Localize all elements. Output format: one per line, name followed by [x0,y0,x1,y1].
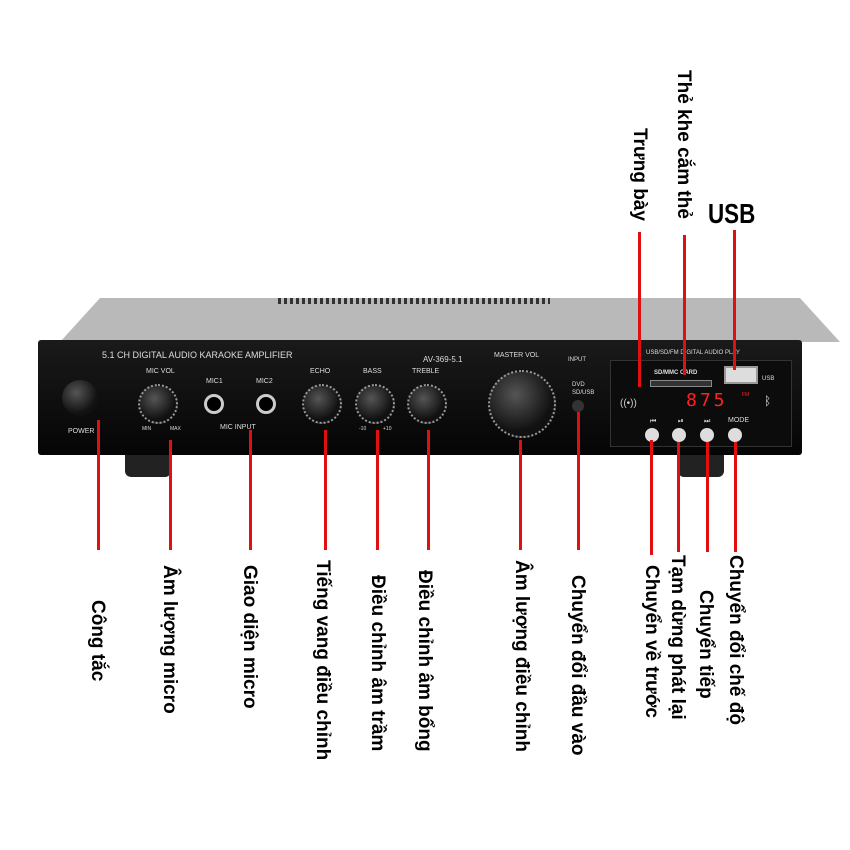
echo-knob[interactable] [302,384,342,424]
mic-vol-text: MIC VOL [146,368,175,375]
min-text: MIN [142,426,152,432]
usb-port[interactable] [724,366,758,384]
mode-button[interactable] [728,428,742,442]
label-input: Chuyển đổi đầu vào [567,575,588,756]
prev-button[interactable] [645,428,659,442]
pointer-line [249,430,252,550]
master-vol-text: MASTER VOL [494,352,540,359]
remote-sensor-icon: ((•)) [620,398,637,409]
bluetooth-icon: ᛒ [764,394,772,408]
power-text: POWER [68,428,95,435]
mic-vol-knob[interactable] [138,384,178,424]
input-switch[interactable] [572,400,584,412]
model: AV-369-5.1 [423,355,463,364]
pointer-line [650,440,653,555]
pointer-line [427,430,430,550]
max-text: MAX [170,426,181,432]
label-display: Trưng bày [629,128,650,221]
mic1-text: MIC1 [206,378,223,385]
pointer-line [706,442,709,552]
card-text: SD/MMC CARD [654,370,698,376]
pointer-line [169,440,172,550]
label-mic-vol: Âm lượng micro [159,565,180,714]
label-echo: Tiếng vang điều chỉnh [312,560,333,761]
amplifier-top [60,298,840,342]
sdusb-text: SD/USB [572,390,595,396]
pointer-line [519,440,522,550]
minus10-text: -10 [359,426,367,432]
mic-input-text: MIC INPUT [220,424,256,431]
bass-knob[interactable] [355,384,395,424]
label-mic-input: Giao diện micro [239,565,260,709]
pointer-line [677,442,680,552]
treble-text: TREBLE [412,368,440,375]
play-pause-button[interactable] [672,428,686,442]
pointer-line [733,230,736,370]
power-button[interactable] [62,380,98,416]
master-vol-knob[interactable] [488,370,556,438]
label-treble: Điều chỉnh âm bổng [414,570,435,752]
panel-title: 5.1 CH DIGITAL AUDIO KARAOKE AMPLIFIER [102,350,293,360]
label-master: Âm lượng điều chỉnh [511,560,532,752]
next-icon: ⏭ [704,418,711,425]
echo-text: ECHO [310,368,331,375]
led-display: 875 [686,390,728,411]
mic2-jack[interactable] [256,394,276,414]
treble-knob[interactable] [407,384,447,424]
bass-text: BASS [363,368,382,375]
prev-icon: ⏮ [650,418,657,425]
dvd-text: DVD [572,382,585,388]
label-power: Công tắc [87,600,108,682]
foot [125,455,171,477]
pointer-line [734,442,737,552]
fm-text: FM [742,392,750,398]
usb-text: USB [762,376,775,382]
input-text: INPUT [568,357,586,363]
label-mode: Chuyển đổi chế độ [725,555,746,725]
label-play: Tạm dừng phát lại [667,555,688,720]
foot [678,455,724,477]
label-card: Thẻ khe cắm thẻ [673,70,694,219]
pointer-line [376,430,379,550]
label-prev: Chuyển về trước [641,565,662,718]
card-slot[interactable] [650,380,712,387]
pointer-line [638,232,641,387]
label-bass: Điều chỉnh âm trầm [367,575,388,752]
pointer-line [324,430,327,550]
pointer-line [683,235,686,375]
next-button[interactable] [700,428,714,442]
mic1-jack[interactable] [204,394,224,414]
pointer-line [577,412,580,550]
media-title: USB/SD/FM DIGITAL AUDIO PLAY [646,350,740,356]
play-pause-icon: ⏯ [678,418,684,425]
label-usb: USB [708,198,756,229]
vent [278,298,550,304]
plus10-text: +10 [383,426,392,432]
pointer-line [97,420,100,550]
mic2-text: MIC2 [256,378,273,385]
label-next: Chuyển tiếp [695,590,716,699]
mode-text: MODE [728,417,749,424]
